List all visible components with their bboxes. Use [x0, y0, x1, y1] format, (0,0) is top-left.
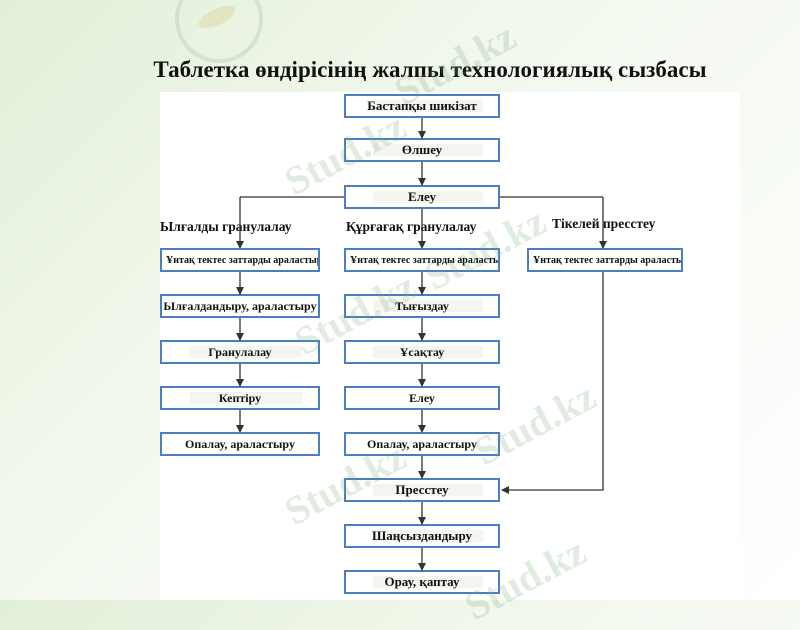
- branch-title-wet-granulation: Ылғалды гранулалау: [160, 219, 292, 234]
- flowchart-panel: Бастапқы шикізат Өлшеу Елеу Ылғалды гран…: [160, 92, 740, 600]
- branch-title-direct-pressing: Тікелей пресстеу: [552, 216, 656, 231]
- dry-step-compact: Тығыздау: [344, 294, 500, 318]
- step-weighing: Өлшеу: [344, 138, 500, 162]
- dry-step-dust-mix: Опалау, араластыру: [344, 432, 500, 456]
- step-sieving: Елеу: [344, 185, 500, 209]
- step-packaging: Орау, қаптау: [344, 570, 500, 594]
- wet-step-dust-mix: Опалау, араластыру: [160, 432, 320, 456]
- wet-step-granulate: Гранулалау: [160, 340, 320, 364]
- wet-step-mix-powders: Ұнтақ тектес заттарды араластыру: [160, 248, 320, 272]
- dry-step-sieve: Елеу: [344, 386, 500, 410]
- step-raw-material: Бастапқы шикізат: [344, 94, 500, 118]
- wet-step-moisten-mix: Ылғалдандыру, араластыру: [160, 294, 320, 318]
- slide-title: Таблетка өндірісінің жалпы технологиялық…: [153, 57, 707, 83]
- wet-step-dry: Кептіру: [160, 386, 320, 410]
- direct-step-mix-powders: Ұнтақ тектес заттарды араластыру: [527, 248, 683, 272]
- dry-step-mix-powders: Ұнтақ тектес заттарды араластыру: [344, 248, 500, 272]
- branch-title-dry-granulation: Құрғағақ гранулалау: [346, 219, 477, 234]
- dry-step-crush: Ұсақтау: [344, 340, 500, 364]
- step-pressing: Пресстеу: [344, 478, 500, 502]
- step-dedusting: Шаңсыздандыру: [344, 524, 500, 548]
- watermark-logo-icon: [175, 0, 263, 63]
